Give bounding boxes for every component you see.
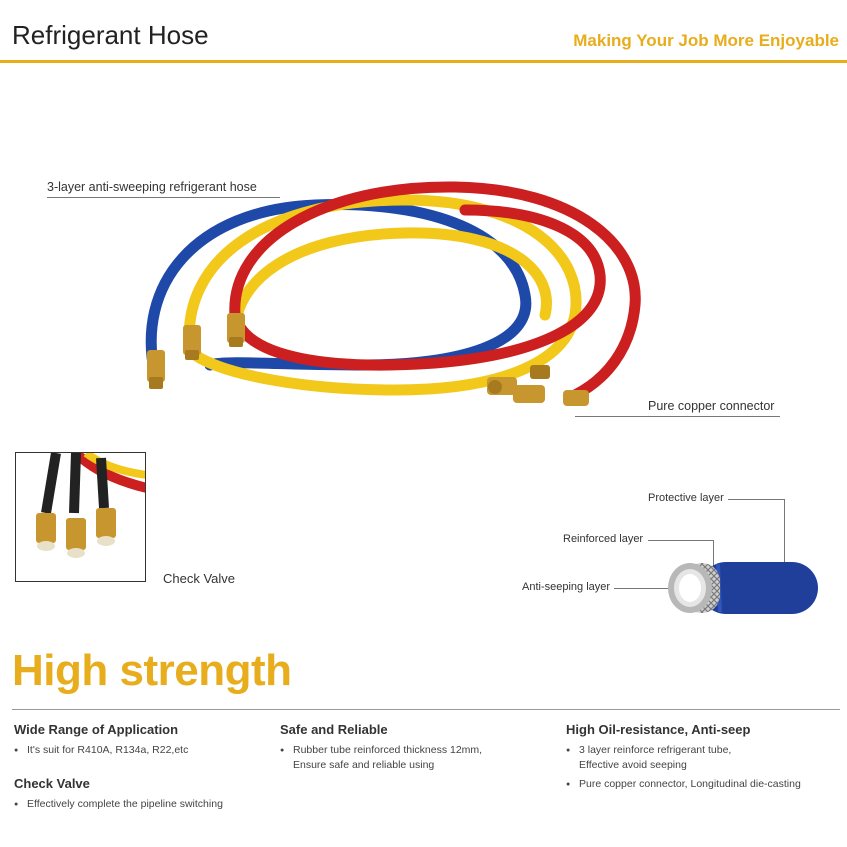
header-divider [0,60,847,63]
anti-seeping-layer-label: Anti-seeping layer [522,581,611,593]
headline: High strength [12,646,292,695]
reinforced-layer-leader-v [713,540,714,566]
check-valve-caption: Check Valve [163,571,236,586]
anti-seeping-layer-leader [614,588,672,589]
feature-title-safe: Safe and Reliable [280,722,388,737]
feature-list-safe: Rubber tube reinforced thickness 12mm, E… [280,743,550,773]
refrigerant-hose-image [145,181,641,406]
feature-title-oil-resistance: High Oil-resistance, Anti-seep [566,722,751,737]
red-hose [229,181,641,401]
reinforced-layer-label: Reinforced layer [563,533,644,545]
callout-connector-leader [575,416,780,417]
protective-layer-leader-v [784,499,785,564]
hose-layers-diagram [668,562,818,614]
list-item: 3 layer reinforce refrigerant tube, Effe… [566,743,841,773]
page-title: Refrigerant Hose [12,20,209,50]
callout-hose-leader [47,197,280,198]
list-item: Effectively complete the pipeline switch… [14,797,264,812]
features-column-2: Safe and Reliable Rubber tube reinforced… [280,722,550,777]
features-column-1: Wide Range of Application It's suit for … [14,722,264,816]
blue-hose [145,199,532,381]
feature-list-application: It's suit for R410A, R134a, R22,etc [14,743,264,758]
protective-layer-label: Protective layer [648,492,724,504]
feature-title-check-valve: Check Valve [14,776,90,791]
protective-layer-shape [700,562,818,614]
feature-list-check-valve: Effectively complete the pipeline switch… [14,797,264,812]
check-valve-inset [15,452,146,582]
check-valve-image [16,453,145,581]
list-item: It's suit for R410A, R134a, R22,etc [14,743,264,758]
headline-divider [12,709,840,710]
list-item: Rubber tube reinforced thickness 12mm, E… [280,743,550,773]
protective-layer-leader-h [728,499,785,500]
list-item: Pure copper connector, Longitudinal die-… [566,777,841,792]
features-column-3: High Oil-resistance, Anti-seep 3 layer r… [566,722,841,796]
reinforced-layer-leader-h [648,540,714,541]
tagline: Making Your Job More Enjoyable [573,31,839,50]
feature-title-application: Wide Range of Application [14,722,179,737]
callout-hose-label: 3-layer anti-sweeping refrigerant hose [47,180,257,194]
brass-fittings-right [487,365,589,406]
yellow-hose [183,194,582,396]
brass-fittings-left [147,313,245,389]
feature-list-oil-resistance: 3 layer reinforce refrigerant tube, Effe… [566,743,841,792]
callout-connector-label: Pure copper connector [648,399,775,413]
